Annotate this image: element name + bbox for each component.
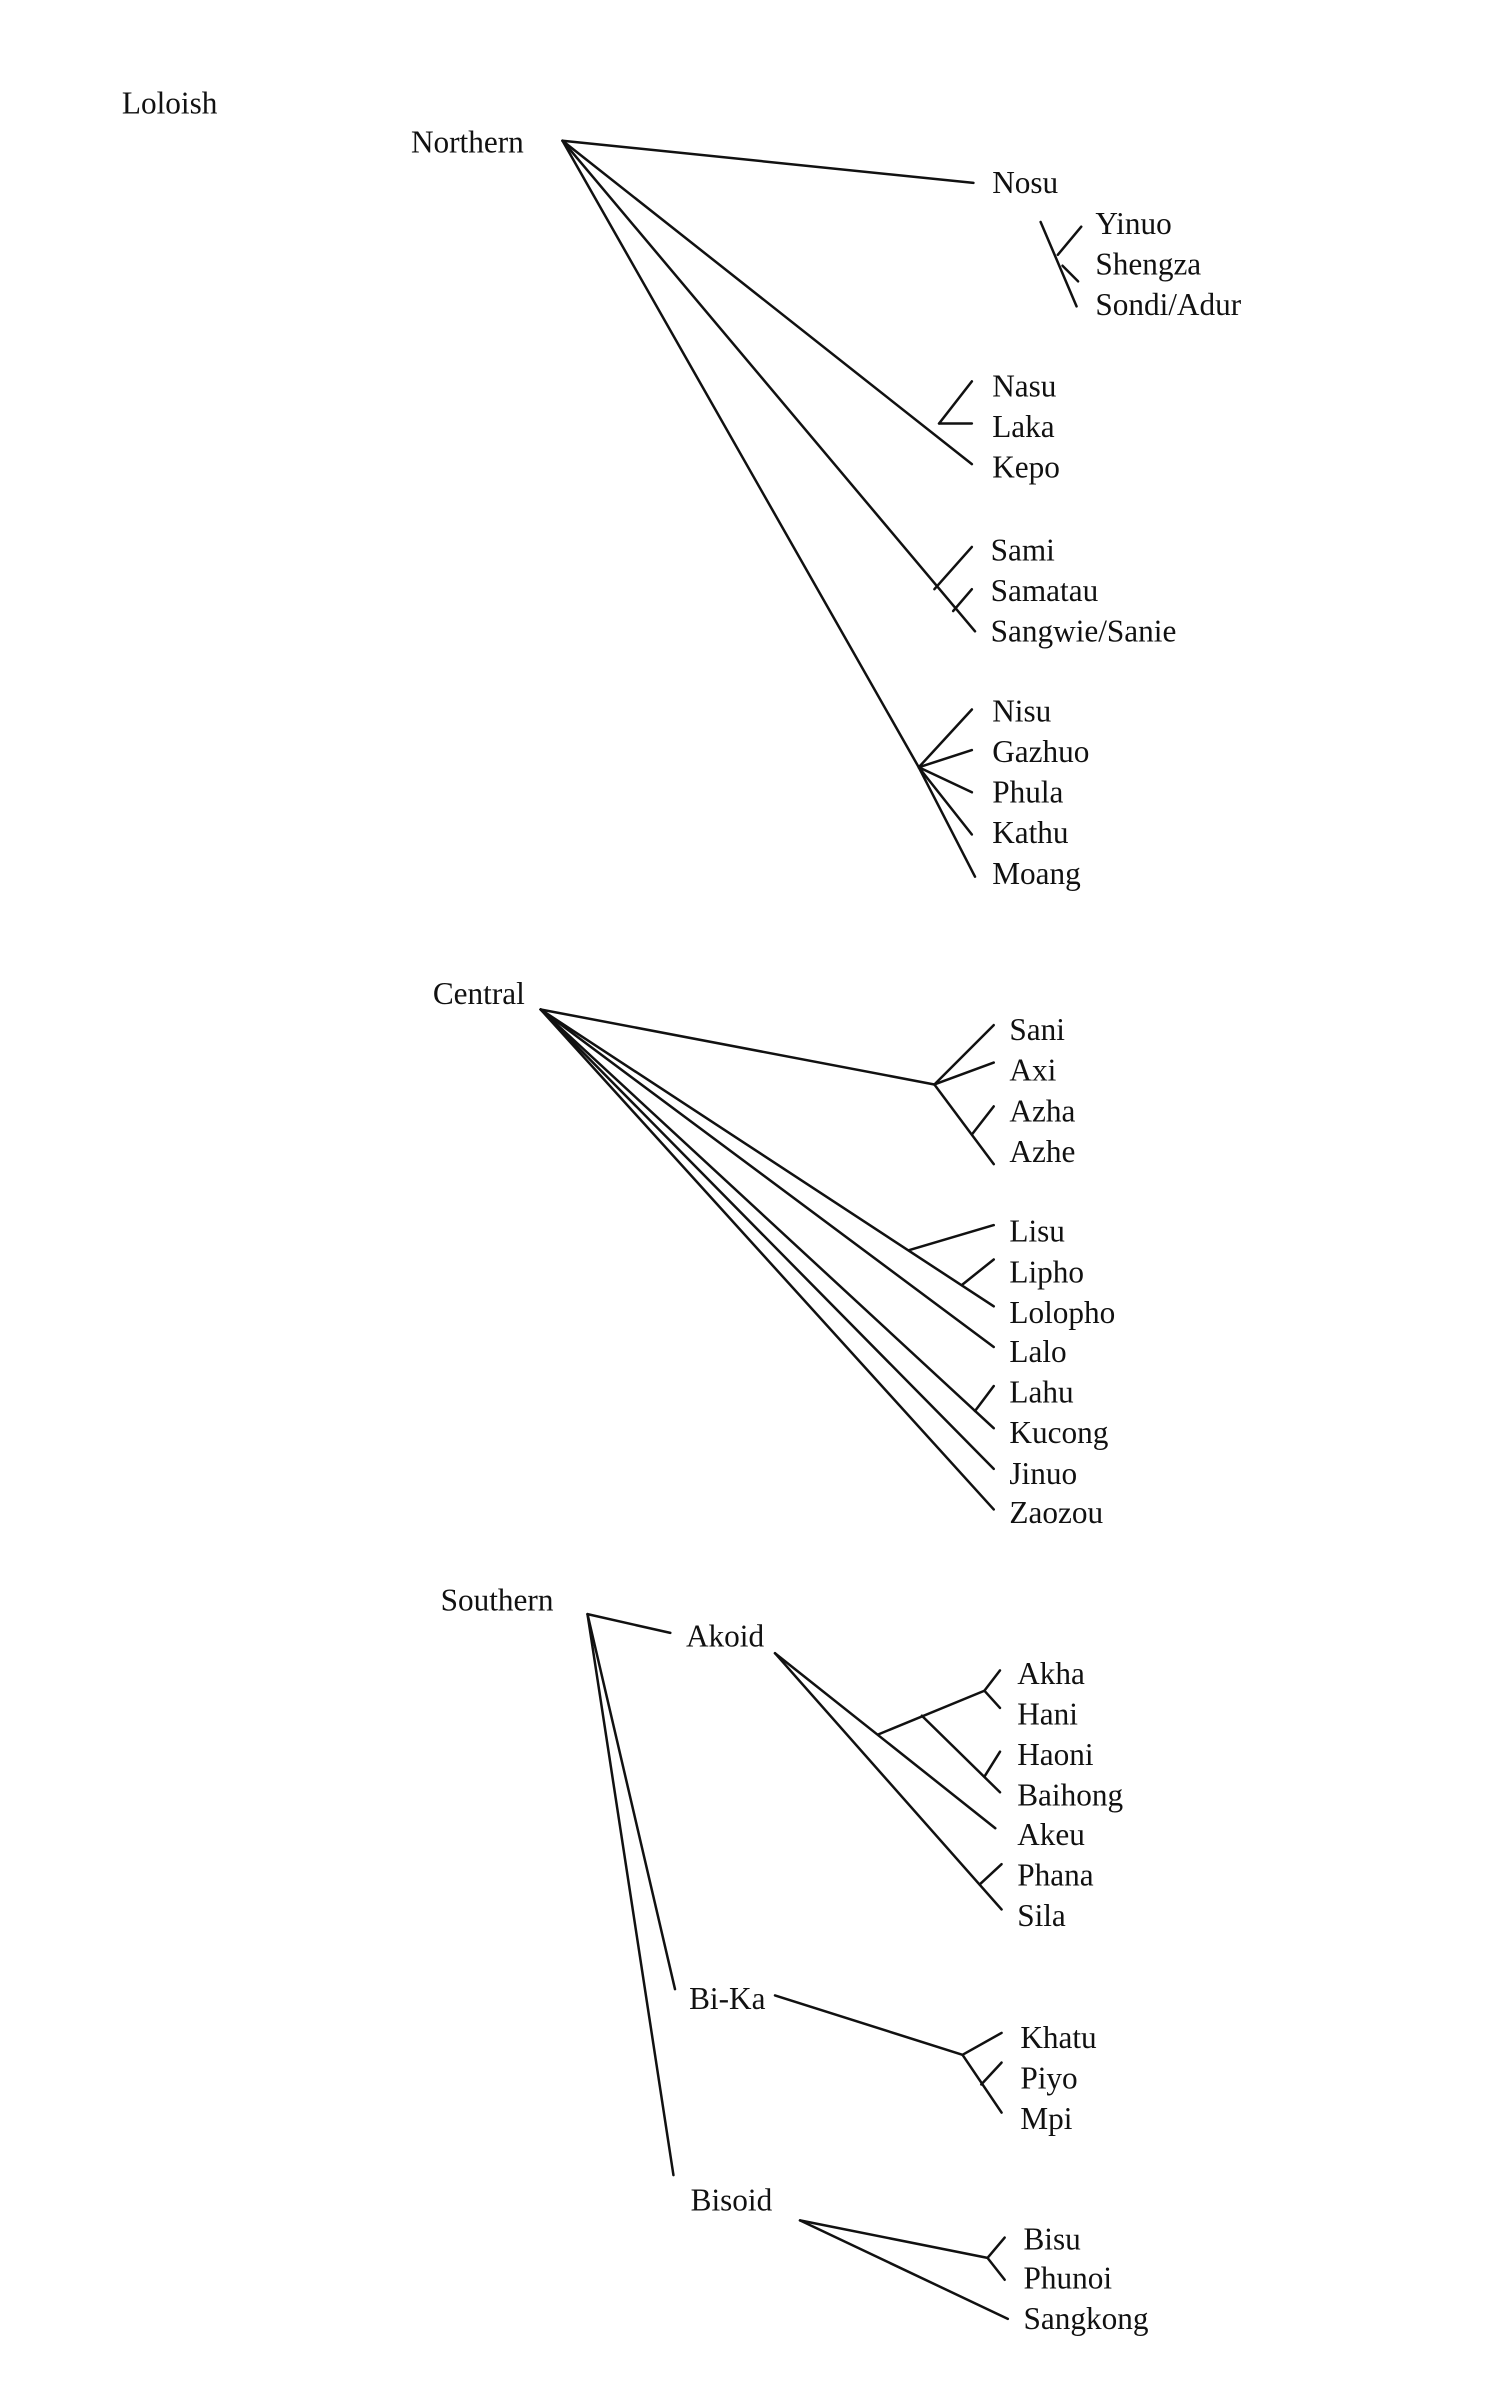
subgroup-label-akoid: Akoid bbox=[686, 1618, 765, 1653]
branch-line bbox=[773, 1651, 997, 1830]
branch-line bbox=[983, 1689, 1002, 1710]
branch-line bbox=[961, 2031, 1003, 2057]
branch-line bbox=[933, 1023, 995, 1086]
node-label-northern: Northern bbox=[411, 125, 524, 160]
leaf-label: Azhe bbox=[1009, 1134, 1075, 1169]
leaf-label: Nasu bbox=[992, 368, 1057, 403]
leaf-label: Jinuo bbox=[1009, 1456, 1077, 1491]
leaf-label: Sila bbox=[1017, 1898, 1066, 1933]
leaf-label: Khatu bbox=[1020, 2020, 1097, 2055]
leaf-label: Akha bbox=[1017, 1656, 1085, 1691]
leaf-label: Lisu bbox=[1009, 1214, 1065, 1249]
southern-branch: Southern Akoid Akha Hani Haoni Baihong A… bbox=[441, 1582, 1149, 2336]
node-label-southern: Southern bbox=[441, 1582, 554, 1617]
branch-line bbox=[1039, 220, 1078, 308]
branch-line bbox=[933, 1083, 995, 1166]
leaf-label: Lipho bbox=[1009, 1254, 1084, 1289]
branch-line bbox=[917, 708, 974, 769]
leaf-label: Phula bbox=[992, 775, 1063, 810]
branch-line bbox=[876, 1689, 986, 1736]
branch-line bbox=[973, 1384, 995, 1413]
subgroup-label-bisoid: Bisoid bbox=[691, 2182, 773, 2217]
leaf-label: Lahu bbox=[1009, 1375, 1074, 1410]
branch-line bbox=[773, 1994, 964, 2057]
leaf-label: Sangwie/Sanie bbox=[991, 614, 1177, 649]
branch-line bbox=[937, 380, 974, 425]
branch-line bbox=[1056, 225, 1083, 257]
leaf-label: Sani bbox=[1009, 1012, 1065, 1047]
branch-line bbox=[961, 1258, 995, 1286]
northern-branch: Northern Nosu Yinuo Shengza Sondi/Adur N… bbox=[411, 125, 1242, 891]
branch-line bbox=[978, 1862, 1003, 1886]
branch-line bbox=[980, 2061, 1003, 2086]
leaf-label: Sondi/Adur bbox=[1095, 287, 1241, 322]
branch-line bbox=[539, 1008, 995, 1430]
leaf-label: Yinuo bbox=[1095, 206, 1171, 241]
branch-line bbox=[933, 545, 974, 591]
branch-line bbox=[917, 748, 974, 769]
leaf-label: Azha bbox=[1009, 1093, 1075, 1128]
leaf-label: Sangkong bbox=[1023, 2301, 1148, 2336]
branch-line bbox=[917, 766, 974, 794]
branch-line bbox=[970, 1105, 995, 1136]
leaf-label: Haoni bbox=[1017, 1737, 1094, 1772]
leaf-label: Kucong bbox=[1009, 1415, 1108, 1450]
leaf-label: Moang bbox=[992, 856, 1081, 891]
leaf-label: Samatau bbox=[991, 573, 1099, 608]
branch-line bbox=[539, 1008, 995, 1308]
branch-line bbox=[951, 587, 974, 613]
branch-line bbox=[561, 139, 920, 769]
leaf-label: Kepo bbox=[992, 450, 1060, 485]
branch-line bbox=[908, 1223, 995, 1252]
subgroup-label-bika: Bi-Ka bbox=[689, 1981, 766, 2016]
leaf-label: Sami bbox=[991, 532, 1056, 567]
leaf-label: Phunoi bbox=[1023, 2261, 1112, 2296]
branch-line bbox=[1061, 264, 1080, 283]
diagram-title: Loloish bbox=[122, 86, 218, 121]
branch-line bbox=[920, 1714, 1002, 1794]
branch-line bbox=[798, 2219, 1010, 2321]
branch-line bbox=[539, 1008, 995, 1471]
leaf-label: Zaozou bbox=[1009, 1495, 1103, 1530]
branch-line bbox=[586, 1612, 677, 1991]
branch-line bbox=[586, 1612, 672, 1635]
leaf-label: Laka bbox=[992, 409, 1055, 444]
branch-line bbox=[539, 1008, 995, 1511]
branch-line bbox=[561, 139, 975, 185]
branch-line bbox=[539, 1008, 936, 1086]
leaf-label: Axi bbox=[1009, 1053, 1056, 1088]
branch-line bbox=[586, 1612, 675, 2177]
branch-line bbox=[983, 1750, 1002, 1778]
leaf-label: Lolopho bbox=[1009, 1295, 1115, 1330]
branch-line bbox=[983, 1669, 1002, 1692]
branch-line bbox=[986, 2236, 1006, 2260]
branch-line bbox=[917, 766, 974, 836]
leaf-label: Mpi bbox=[1020, 2101, 1072, 2136]
leaf-label: Shengza bbox=[1095, 246, 1201, 281]
branch-line bbox=[773, 1651, 1003, 1911]
branch-line bbox=[561, 139, 977, 633]
leaf-label: Kathu bbox=[992, 815, 1069, 850]
leaf-label: Piyo bbox=[1020, 2061, 1077, 2096]
branch-line bbox=[539, 1008, 995, 1349]
leaf-label: Nisu bbox=[992, 693, 1051, 728]
branch-line bbox=[798, 2219, 989, 2260]
leaf-label: Bisu bbox=[1023, 2221, 1081, 2256]
node-label-central: Central bbox=[433, 976, 525, 1011]
leaf-label: Akeu bbox=[1017, 1817, 1085, 1852]
leaf-label: Gazhuo bbox=[992, 734, 1089, 769]
branch-line bbox=[933, 1061, 995, 1086]
leaf-label: Hani bbox=[1017, 1696, 1078, 1731]
branch-line bbox=[561, 139, 974, 466]
node-label: Nosu bbox=[992, 165, 1058, 200]
leaf-label: Phana bbox=[1017, 1857, 1094, 1892]
leaf-label: Baihong bbox=[1017, 1778, 1123, 1813]
branch-line bbox=[917, 766, 977, 878]
branch-line bbox=[986, 2256, 1006, 2282]
leaf-label: Lalo bbox=[1009, 1334, 1066, 1369]
central-branch: Central Sani Axi Azha Azhe Lisu Lipho Lo… bbox=[433, 976, 1115, 1530]
